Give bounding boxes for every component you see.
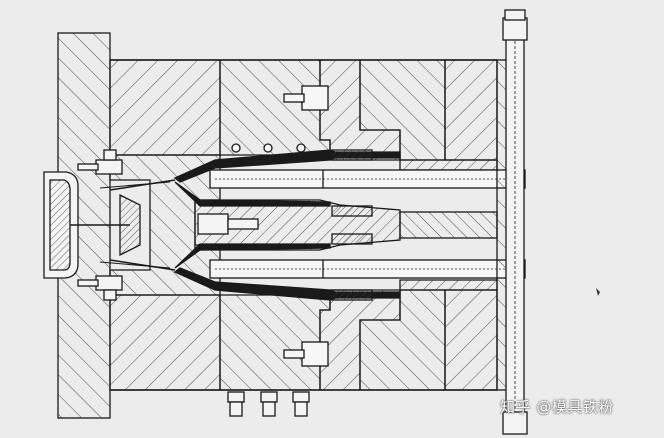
support-plate-lower [444, 289, 498, 391]
sprue-puller-upper [95, 159, 123, 175]
cooling-fittings [227, 391, 310, 417]
ejector-rail [505, 29, 525, 431]
center-screw [197, 213, 229, 235]
watermark-text: 知乎 @模具铁粉 [500, 398, 614, 416]
fixed-plate-lower [109, 294, 221, 391]
guide-bolt-upper [301, 85, 329, 111]
sprue-puller-lower [95, 275, 123, 291]
sprue-cone [119, 193, 141, 257]
rail-cap-bottom [502, 411, 528, 435]
support-plate-upper [444, 59, 498, 161]
cavity-step-lower [399, 279, 498, 291]
cooling-channel [231, 143, 241, 153]
gate-insert-lower [331, 289, 373, 301]
cursor-mark [596, 288, 600, 296]
guide-bolt-lower [301, 341, 329, 367]
cavity-step-upper [399, 159, 498, 171]
fixed-plate-upper [109, 59, 221, 156]
rail-cap-top [502, 17, 528, 41]
gate-insert-upper [331, 149, 373, 161]
